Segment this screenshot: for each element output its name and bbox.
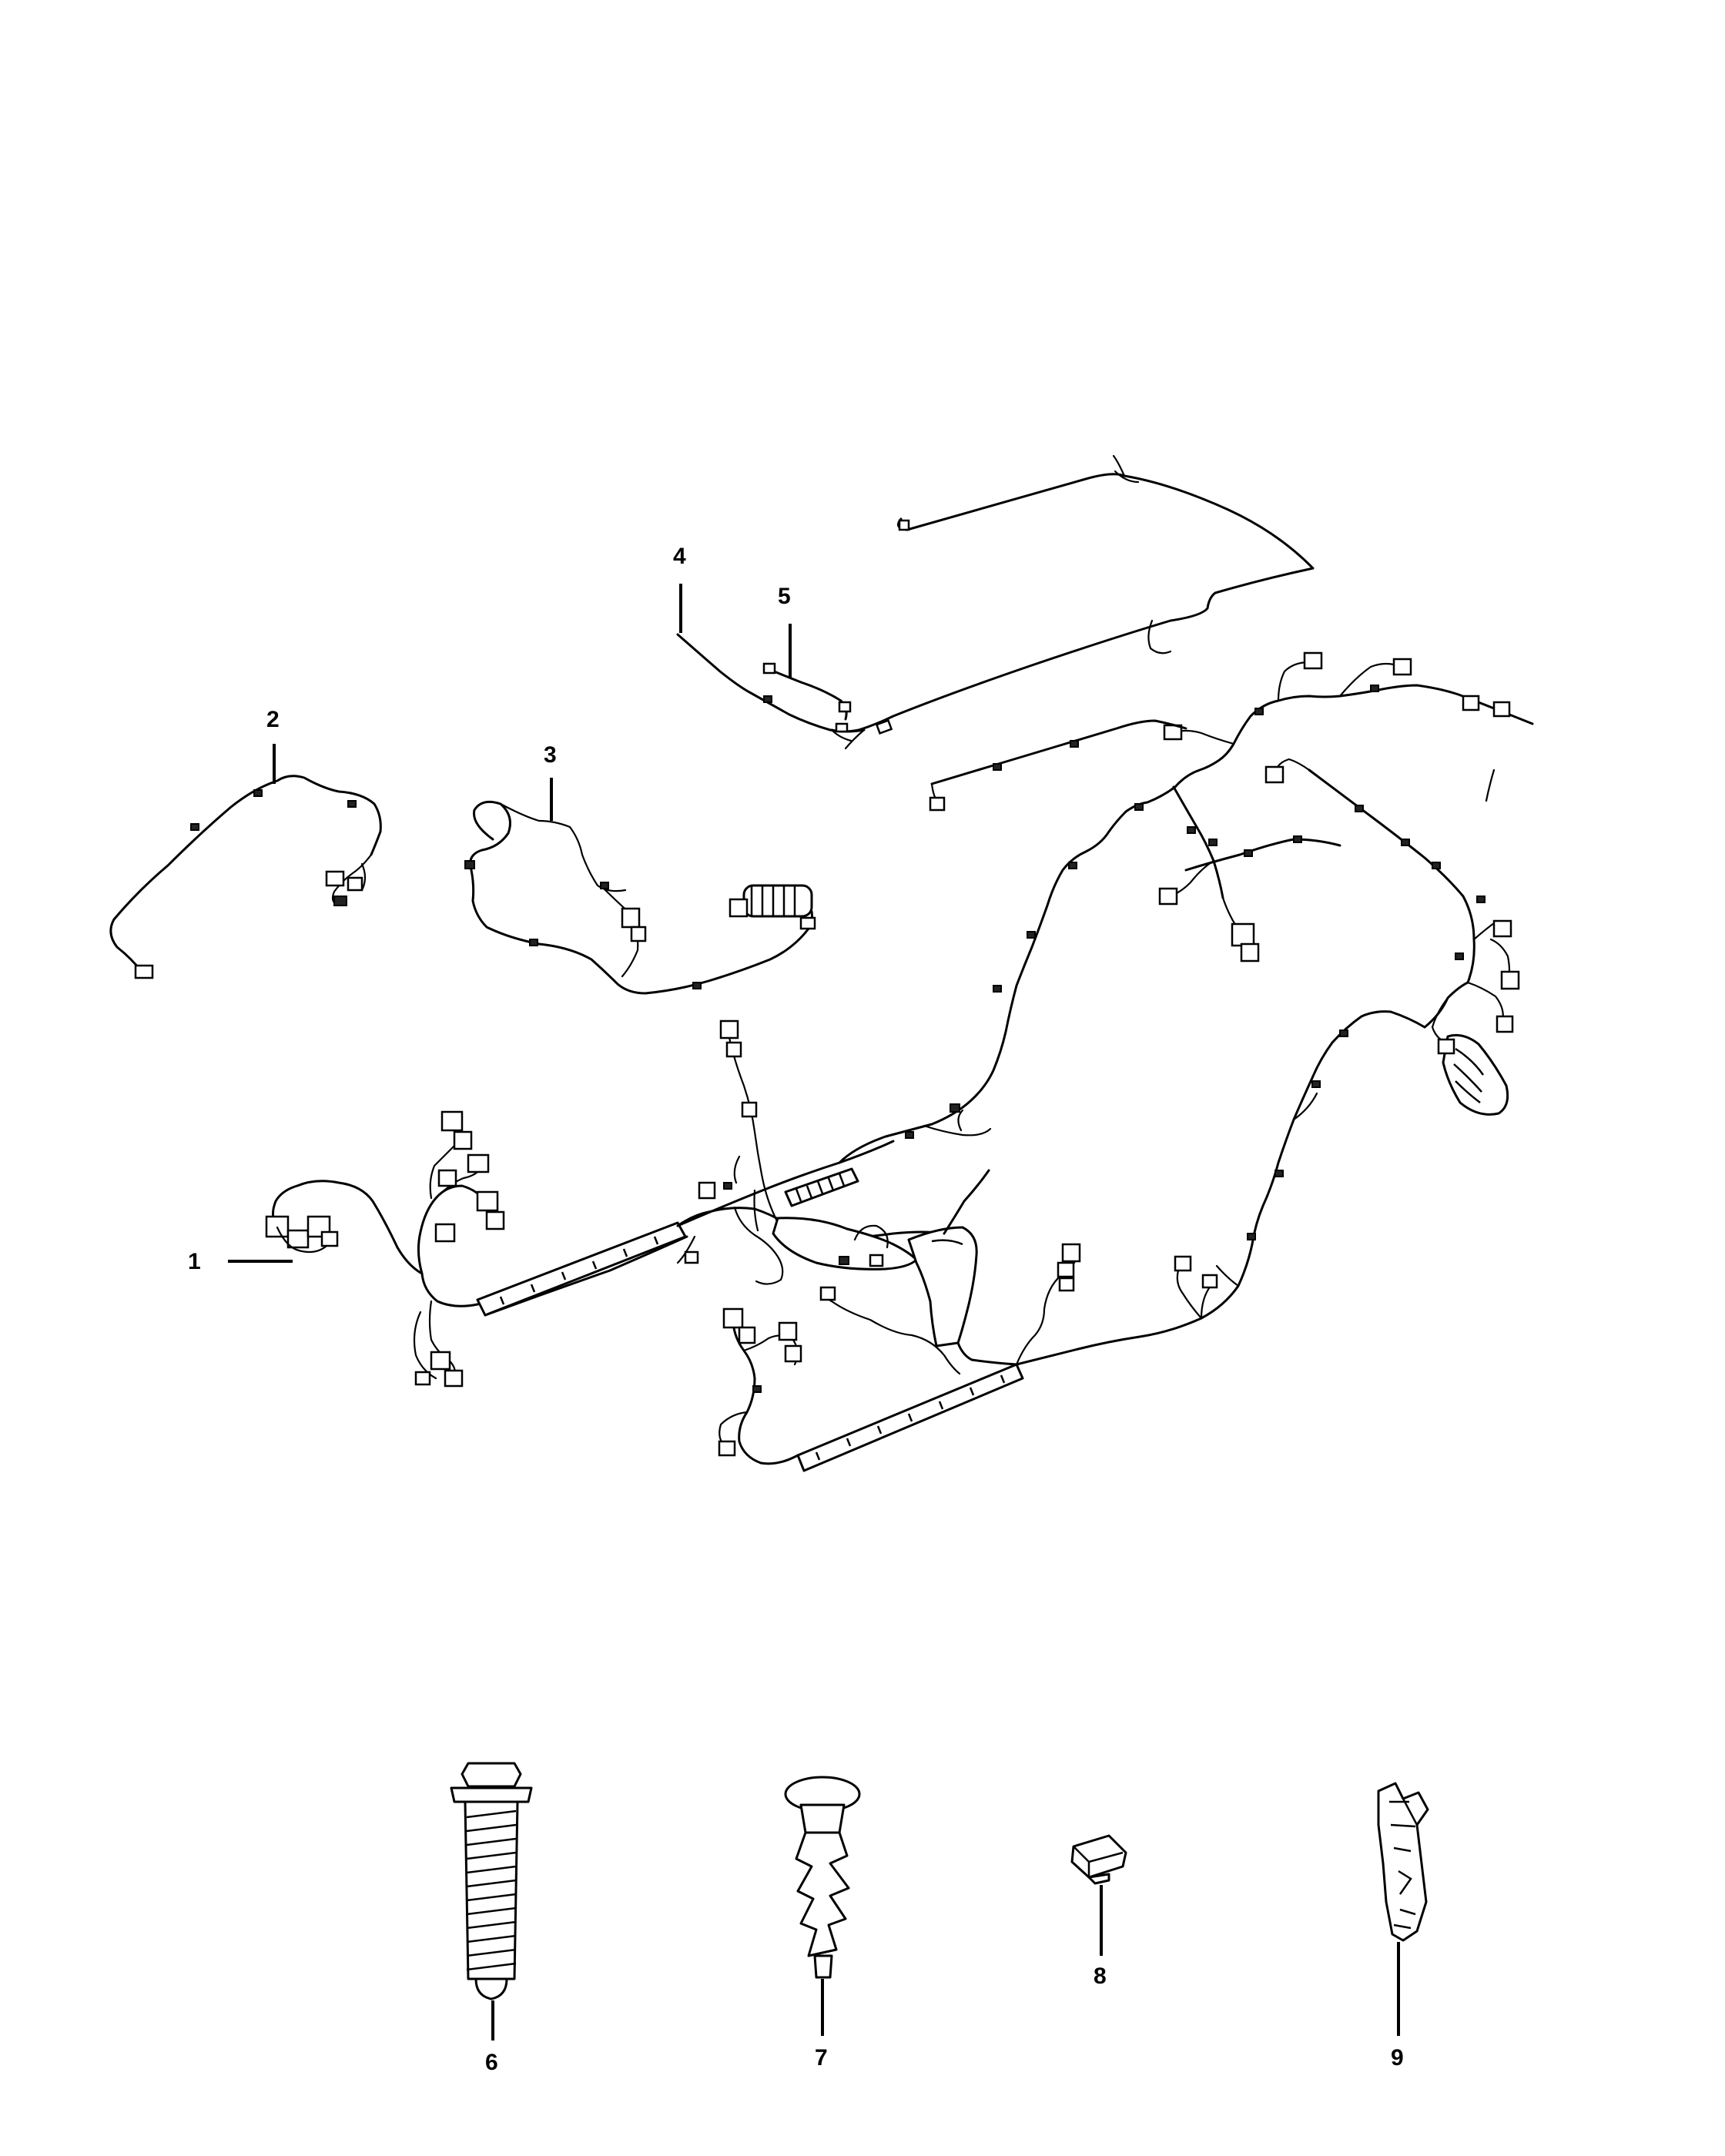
- callout-9: 9: [1391, 2045, 1404, 2071]
- center-floor-module: [772, 1217, 978, 1348]
- harness-5-sensor-lead: [762, 662, 852, 721]
- item-7-christmas-tree-clip: [784, 1776, 861, 1979]
- item-9-harness-clip: [1377, 1782, 1429, 1942]
- harness-1-main-body: [265, 651, 1534, 1472]
- left-sill-conduit: [476, 1221, 687, 1317]
- harness-3: [464, 800, 816, 995]
- callout-3: 3: [544, 742, 557, 768]
- callout-5: 5: [778, 584, 791, 609]
- item-6-push-pin-fastener: [450, 1762, 533, 2000]
- harness-2: [109, 775, 382, 979]
- callout-2: 2: [266, 707, 280, 732]
- harness-4-headliner: [676, 454, 1315, 750]
- center-tunnel-conduit: [784, 1167, 859, 1207]
- callout-8: 8: [1094, 1964, 1107, 1989]
- right-sill-conduit: [796, 1363, 1024, 1472]
- harness-3-rear-connector-bundle: [729, 884, 816, 930]
- left-front-connector-cluster: [265, 1110, 505, 1388]
- callout-1: 1: [188, 1249, 201, 1274]
- callout-4: 4: [673, 544, 686, 569]
- rear-quarter-connectors: [1158, 826, 1260, 962]
- center-branch-connectors: [684, 803, 1144, 1264]
- callout-6: 6: [485, 2050, 498, 2075]
- right-front-connector-cluster: [718, 1307, 802, 1457]
- callout-7: 7: [815, 2045, 828, 2071]
- liftgate-connector-cluster: [1437, 896, 1520, 1116]
- item-8-retainer-clip: [1070, 1834, 1127, 1885]
